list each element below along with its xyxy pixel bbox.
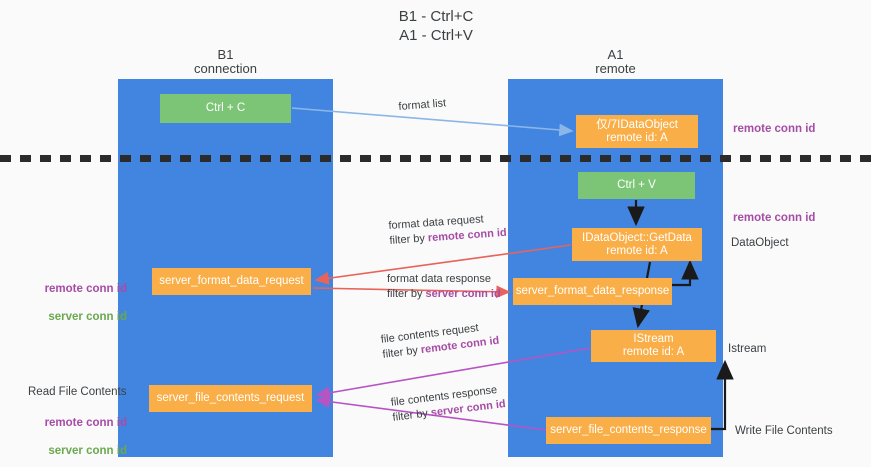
node-istream[interactable]: IStream remote id: A bbox=[591, 330, 716, 362]
annotation-right-dataobject: DataObject bbox=[731, 237, 789, 249]
edge-label-format-list: format list bbox=[398, 97, 447, 113]
node-server-format-data-response[interactable]: server_format_data_response bbox=[513, 278, 672, 305]
edge-label-file-contents-request: file contents request filter by remote c… bbox=[380, 319, 500, 363]
node-idataobject-getdata[interactable]: IDataObject::GetData remote id: A bbox=[572, 228, 702, 261]
edge-label-format-data-request: format data request filter by remote con… bbox=[388, 211, 507, 249]
edge-label-line2: filter by server conn id bbox=[387, 287, 501, 302]
filter-prefix: filter by bbox=[391, 407, 432, 424]
node-ctrl-v[interactable]: Ctrl + V bbox=[578, 172, 695, 199]
diagram-title: B1 - Ctrl+C A1 - Ctrl+V bbox=[398, 8, 474, 44]
phase-divider bbox=[0, 155, 871, 162]
node-server-format-data-request[interactable]: server_format_data_request bbox=[152, 268, 311, 295]
swimlane-title-a1: A1 remote bbox=[595, 47, 636, 76]
swimlane-title-b1: B1 connection bbox=[194, 47, 257, 76]
filter-prefix: filter by bbox=[387, 288, 426, 300]
node-server-file-contents-request[interactable]: server_file_contents_request bbox=[149, 385, 312, 412]
annotation-right-write-file-contents: Write File Contents bbox=[735, 425, 833, 437]
edge-label-file-contents-response: file contents response filter by server … bbox=[390, 382, 507, 426]
annotation-left-server-conn-id: server conn id bbox=[48, 311, 127, 323]
annotation-left-server-conn-id-2: server conn id bbox=[48, 445, 127, 457]
annotation-left-remote-conn-id-2: remote conn id bbox=[44, 417, 127, 429]
edge-label-line1: format data response bbox=[387, 273, 491, 285]
annotation-left-remote-conn-id: remote conn id bbox=[44, 283, 127, 295]
annotation-left-conn-ids-2: remote conn id server conn id bbox=[22, 402, 127, 472]
node-server-file-contents-response[interactable]: server_file_contents_response bbox=[546, 417, 711, 444]
annotation-left-conn-ids: remote conn id server conn id bbox=[22, 268, 127, 338]
node-ctrl-c[interactable]: Ctrl + C bbox=[160, 94, 291, 123]
annotation-right-istream: Istream bbox=[728, 343, 767, 355]
annotation-right-remote-conn-id-mid: remote conn id bbox=[733, 212, 816, 224]
annotation-left-read-file-contents: Read File Contents bbox=[28, 386, 127, 398]
filter-key: remote conn id bbox=[427, 226, 508, 245]
node-idataobject[interactable]: 仅/7IDataObject remote id: A bbox=[576, 115, 698, 148]
filter-prefix: filter by bbox=[389, 232, 429, 247]
annotation-right-remote-conn-id-top: remote conn id bbox=[733, 123, 816, 135]
filter-key: server conn id bbox=[425, 288, 501, 300]
edge-label-format-data-response: format data response filter by server co… bbox=[387, 272, 501, 302]
filter-prefix: filter by bbox=[381, 344, 422, 361]
